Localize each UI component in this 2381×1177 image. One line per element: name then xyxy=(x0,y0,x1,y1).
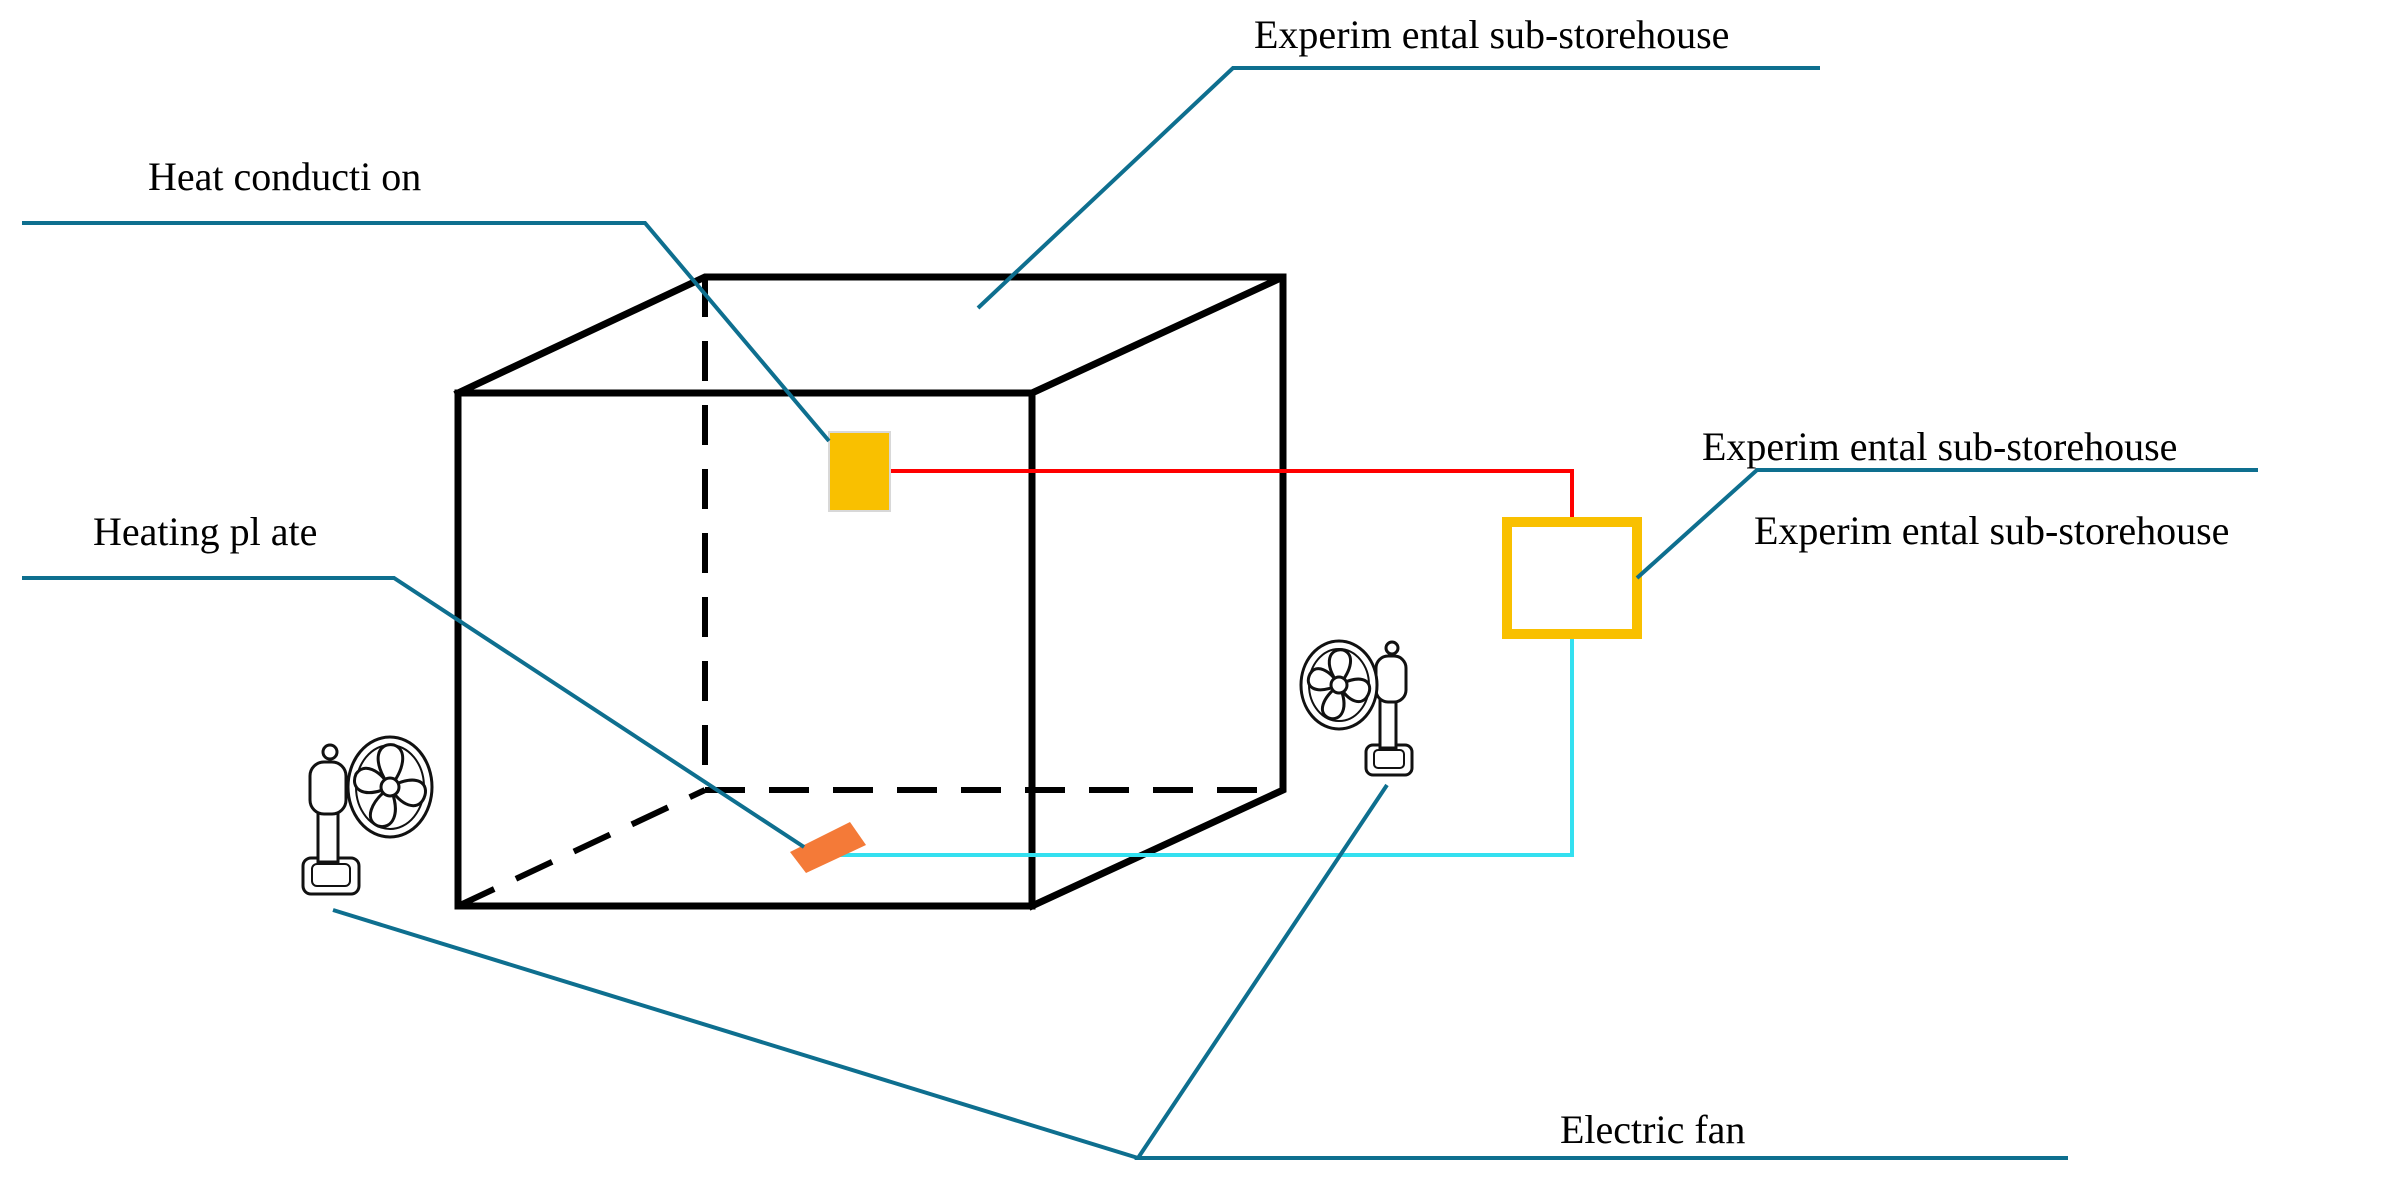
label-electric-fan: Electric fan xyxy=(1560,1107,1745,1152)
label-heat-conduction: Heat conducti on xyxy=(148,154,421,199)
heating-plate xyxy=(790,822,866,873)
leader-top-storehouse xyxy=(976,66,1820,310)
leader-right-storehouse xyxy=(1635,468,2258,580)
label-heating-plate: Heating pl ate xyxy=(93,509,317,554)
controller-box xyxy=(1502,517,1642,639)
front-face xyxy=(454,389,1036,910)
leader-fan-right xyxy=(1134,783,2068,1160)
hidden-edge-left-bottom xyxy=(456,787,707,909)
fan-left-icon xyxy=(301,735,434,896)
heat-conductor-block xyxy=(828,431,891,512)
top-face-edges xyxy=(453,273,1285,398)
leader-heat-conduction xyxy=(22,221,831,443)
cold-wire xyxy=(838,634,1574,857)
fan-right-icon xyxy=(1299,639,1414,777)
leader-lines xyxy=(22,66,2258,1160)
storehouse-cube xyxy=(453,273,1287,911)
leader-heating-plate xyxy=(22,576,806,849)
leader-fan-left xyxy=(332,908,1139,1160)
label-right-storehouse-2: Experim ental sub-storehouse xyxy=(1754,508,2229,553)
label-right-storehouse-1: Experim ental sub-storehouse xyxy=(1702,424,2177,469)
label-top-storehouse: Experim ental sub-storehouse xyxy=(1254,12,1729,57)
right-face-edges xyxy=(1027,273,1287,911)
hot-wire xyxy=(890,469,1574,522)
